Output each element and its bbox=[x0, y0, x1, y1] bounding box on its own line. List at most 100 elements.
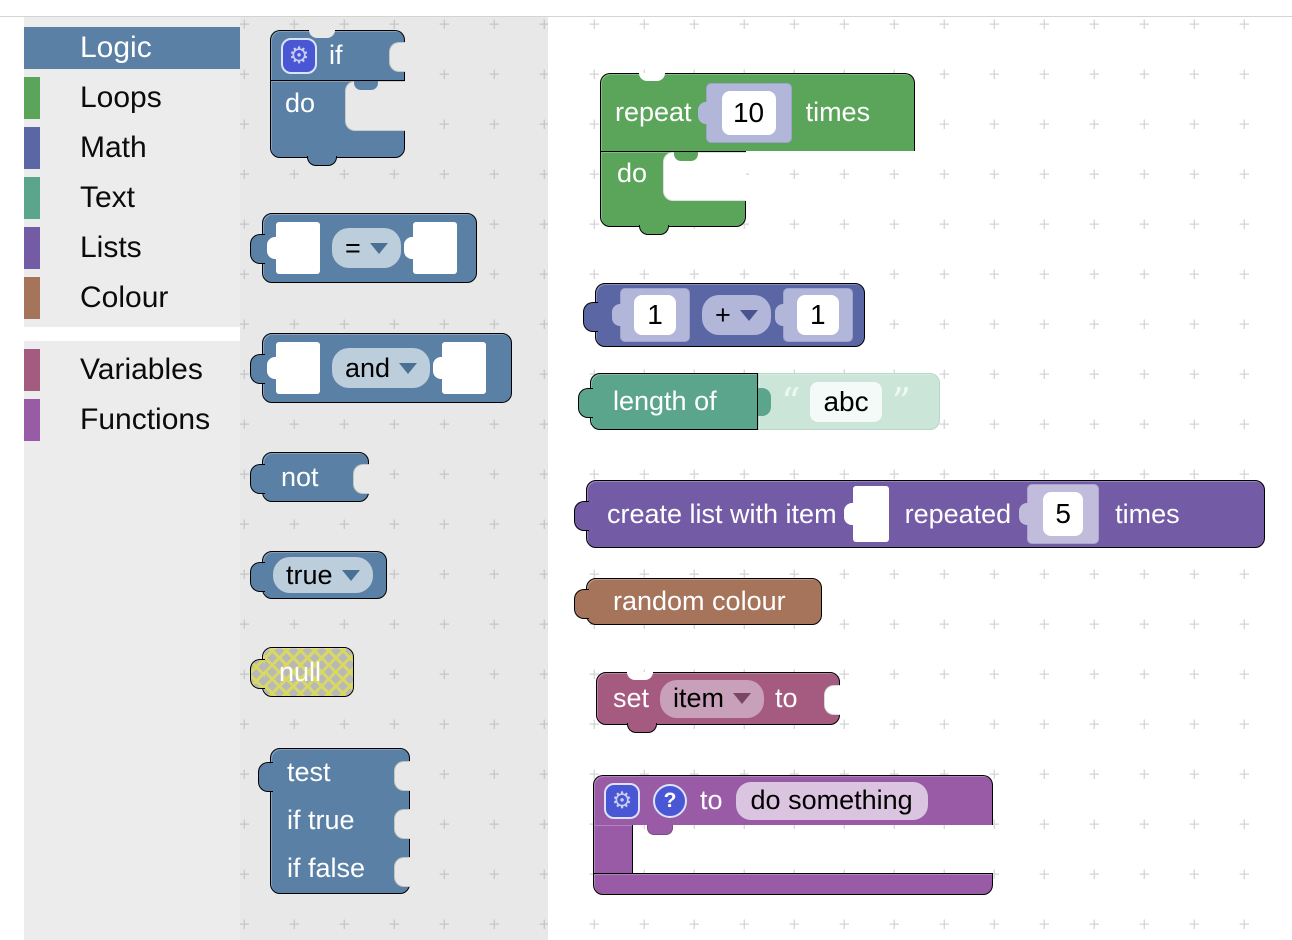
statement-notch bbox=[647, 825, 673, 835]
times-label: times bbox=[1115, 498, 1180, 529]
toolbox-category-math[interactable]: Math bbox=[24, 127, 240, 169]
workspace-top-border bbox=[0, 16, 1292, 17]
previous-connection-notch bbox=[639, 73, 665, 81]
next-connection-tab bbox=[627, 723, 657, 733]
length-of-body[interactable]: length of bbox=[578, 373, 758, 430]
dropdown-arrow-icon bbox=[341, 569, 360, 581]
set-label: set bbox=[613, 683, 650, 713]
if-label: if bbox=[329, 40, 343, 70]
value-input-hole[interactable] bbox=[276, 222, 320, 274]
block-logic-negate[interactable]: not bbox=[250, 452, 369, 502]
toolbox-category-logic[interactable]: Logic bbox=[24, 27, 240, 69]
value-input-hole[interactable] bbox=[276, 342, 320, 394]
toolbox-category-colour[interactable]: Colour bbox=[24, 277, 240, 319]
output-plug bbox=[250, 659, 265, 689]
value-connection-tab bbox=[758, 388, 771, 416]
test-label: test bbox=[287, 757, 331, 787]
block-lists-repeat[interactable]: create list with item repeated 5 times bbox=[574, 480, 1265, 548]
boolean-value: true bbox=[286, 559, 333, 590]
toolbox-category-loops[interactable]: Loops bbox=[24, 77, 240, 119]
block-logic-ternary[interactable]: test if true if false bbox=[258, 748, 410, 894]
value-input-hole[interactable] bbox=[852, 486, 889, 542]
to-label: to bbox=[775, 683, 798, 713]
category-label-logic: Logic bbox=[80, 31, 152, 64]
shadow-text-block[interactable]: “ abc ” bbox=[758, 373, 940, 430]
output-plug bbox=[258, 762, 273, 792]
toolbox-category-lists[interactable]: Lists bbox=[24, 227, 240, 269]
category-label-math: Math bbox=[80, 131, 147, 164]
statement-input bbox=[345, 81, 405, 131]
previous-connection-notch bbox=[309, 30, 335, 38]
function-name-field[interactable]: do something bbox=[735, 781, 928, 820]
toolbox-separator bbox=[24, 327, 240, 341]
variable-dropdown[interactable]: item bbox=[660, 679, 765, 718]
category-color-strip bbox=[24, 77, 40, 119]
dropdown-arrow-icon bbox=[369, 242, 388, 254]
category-label-colour: Colour bbox=[80, 281, 169, 314]
next-connection-tab bbox=[307, 156, 337, 166]
shadow-number-block[interactable]: 10 bbox=[705, 82, 792, 143]
mutator-gear-icon[interactable]: ⚙ bbox=[281, 37, 317, 74]
output-plug bbox=[578, 388, 593, 418]
value-input-hole[interactable] bbox=[412, 222, 457, 274]
number-field[interactable]: 5 bbox=[1043, 492, 1084, 536]
toolbox-category-functions[interactable]: Functions bbox=[24, 399, 240, 441]
compare-operator-dropdown[interactable]: = bbox=[332, 228, 401, 268]
dropdown-arrow-icon bbox=[399, 362, 418, 374]
output-plug bbox=[250, 234, 265, 264]
value-input-socket bbox=[824, 685, 840, 715]
number-field[interactable]: 10 bbox=[721, 90, 776, 135]
arithmetic-operator-dropdown[interactable]: + bbox=[702, 295, 771, 335]
toolbox-category-variables[interactable]: Variables bbox=[24, 349, 240, 391]
value-input-hole[interactable] bbox=[442, 342, 487, 394]
category-color-strip bbox=[24, 277, 40, 319]
help-icon[interactable]: ? bbox=[653, 783, 687, 818]
value-input-socket bbox=[389, 42, 405, 72]
block-logic-null[interactable]: null bbox=[250, 647, 354, 697]
statement-notch bbox=[674, 152, 698, 161]
function-bottom-bar bbox=[593, 873, 993, 895]
null-label: null bbox=[279, 656, 322, 687]
value-input-socket bbox=[353, 464, 369, 494]
toolbox-category-text[interactable]: Text bbox=[24, 177, 240, 219]
block-procedures-defnoreturn[interactable]: ⚙ ? to do something bbox=[593, 775, 993, 895]
block-math-arithmetic[interactable]: 1 + 1 bbox=[583, 283, 865, 347]
close-quote: ” bbox=[891, 379, 912, 424]
block-text-length[interactable]: length of “ abc ” bbox=[578, 373, 940, 430]
text-field[interactable]: abc bbox=[810, 381, 882, 422]
mutator-gear-icon[interactable]: ⚙ bbox=[604, 782, 640, 819]
block-variables-set[interactable]: set item to bbox=[596, 672, 840, 733]
block-logic-compare[interactable]: = bbox=[250, 213, 477, 283]
open-quote: “ bbox=[781, 379, 801, 424]
shadow-number-block[interactable]: 1 bbox=[620, 288, 690, 342]
category-color-strip bbox=[24, 177, 40, 219]
dropdown-arrow-icon bbox=[733, 693, 752, 704]
dropdown-arrow-icon bbox=[739, 309, 758, 321]
shadow-number-block[interactable]: 5 bbox=[1027, 484, 1100, 544]
category-color-strip bbox=[24, 349, 40, 391]
operator-label: and bbox=[345, 352, 391, 383]
value-input-socket bbox=[394, 809, 410, 839]
do-label: do bbox=[617, 158, 648, 188]
if-false-label: if false bbox=[287, 853, 366, 883]
toolbox: Logic Loops Math Text Lists Colour Varia… bbox=[24, 17, 240, 940]
create-list-label: create list with item bbox=[607, 498, 837, 529]
random-colour-label: random colour bbox=[613, 586, 786, 616]
category-color-strip bbox=[24, 127, 40, 169]
number-field[interactable]: 1 bbox=[634, 295, 676, 335]
block-controls-if[interactable]: ⚙ if do bbox=[270, 30, 405, 166]
block-colour-random[interactable]: random colour bbox=[574, 578, 822, 625]
block-controls-repeat[interactable]: repeat 10 times do bbox=[600, 73, 915, 235]
category-label-text: Text bbox=[80, 181, 136, 214]
category-color-strip bbox=[24, 227, 40, 269]
boolean-dropdown[interactable]: true bbox=[273, 557, 373, 593]
number-field[interactable]: 1 bbox=[796, 295, 839, 335]
block-logic-operation[interactable]: and bbox=[250, 333, 512, 403]
output-plug bbox=[250, 464, 265, 494]
logic-operator-dropdown[interactable]: and bbox=[332, 348, 431, 388]
block-logic-boolean[interactable]: true bbox=[250, 551, 387, 599]
statement-left-wall bbox=[593, 825, 633, 873]
shadow-number-block[interactable]: 1 bbox=[782, 288, 853, 342]
value-input-socket bbox=[394, 761, 410, 791]
